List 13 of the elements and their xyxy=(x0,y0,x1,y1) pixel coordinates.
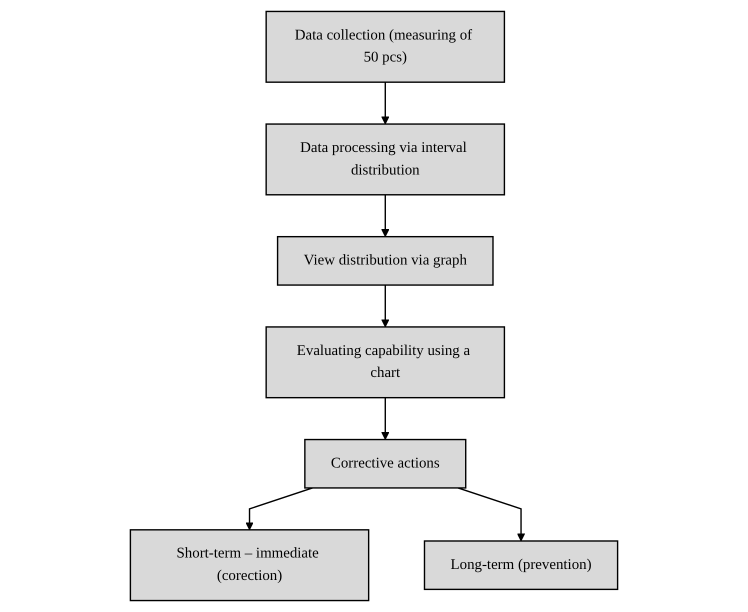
node-box: Evaluating capability using a chart xyxy=(265,326,506,398)
arrow xyxy=(381,285,390,328)
node-box: Corrective actions xyxy=(304,438,466,489)
arrow xyxy=(458,487,526,542)
arrow xyxy=(381,194,390,238)
node-box: Short-term – immediate (corection) xyxy=(130,529,370,602)
node-box: Data processing via interval distribution xyxy=(265,123,506,196)
arrow xyxy=(381,398,390,440)
arrow xyxy=(245,487,313,530)
node-box: Data collection (measuring of 50 pcs) xyxy=(265,10,506,83)
node-box: View distribution via graph xyxy=(276,236,494,286)
arrow xyxy=(381,82,390,124)
node-box: Long-term (prevention) xyxy=(424,540,618,590)
